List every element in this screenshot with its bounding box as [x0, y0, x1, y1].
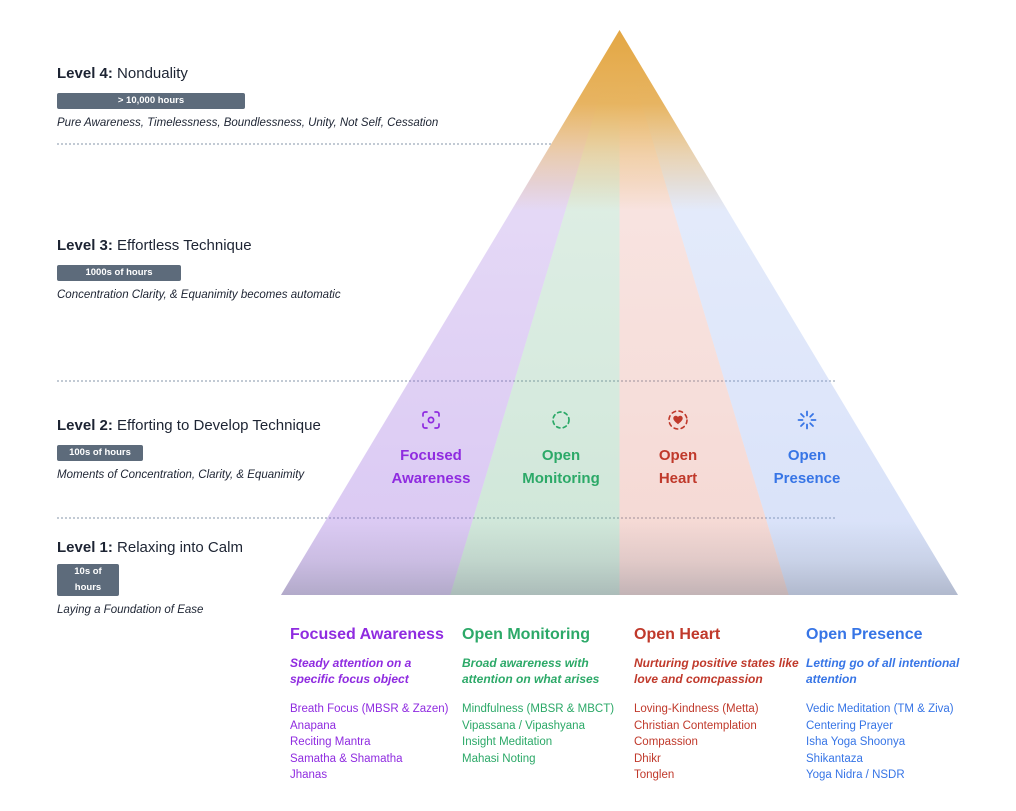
- level-2-hours-badge: 100s of hours: [57, 445, 143, 461]
- pyramid-label-open-monitoring: Open Monitoring: [496, 408, 626, 490]
- level-1-title: Level 1: Relaxing into Calm: [57, 538, 417, 558]
- level-3-description: Concentration Clarity, & Equanimity beco…: [57, 289, 341, 301]
- list-item: Samatha & Shamatha: [290, 752, 403, 765]
- column-title: Focused Awareness: [290, 626, 444, 643]
- level-1-name: Relaxing into Calm: [117, 539, 243, 556]
- level-4-description: Pure Awareness, Timelessness, Boundlessn…: [57, 117, 439, 129]
- list-item: Insight Meditation: [462, 736, 553, 748]
- pyramid-label-focused-awareness: Focused Awareness: [366, 408, 496, 490]
- level-2-description: Moments of Concentration, Clarity, & Equ…: [57, 469, 305, 481]
- column-open-presence: Open Presence Letting go of all intentio…: [806, 626, 972, 784]
- column-title: Open Monitoring: [462, 626, 590, 643]
- column-subtitle: Steady attention on a specific focus obj…: [290, 656, 412, 686]
- level-3-title: Level 3: Effortless Technique: [57, 236, 417, 256]
- level-3-name: Effortless Technique: [117, 237, 252, 254]
- level-2-block: Level 2: Efforting to Develop Technique …: [57, 416, 417, 481]
- pyramid-label-open-presence: Open Presence: [742, 408, 872, 490]
- level-4-block: Level 4: Nonduality > 10,000 hours Pure …: [57, 64, 439, 129]
- list-item: Christian Contemplation: [634, 719, 757, 732]
- level-4-hours-badge: > 10,000 hours: [57, 93, 245, 109]
- pyramid: [281, 30, 958, 595]
- sparkle-icon: [742, 408, 872, 434]
- level-2-label: Level 2:: [57, 417, 113, 434]
- heart-icon: [613, 408, 743, 434]
- pyramid-label-open-heart: Open Heart: [613, 408, 743, 490]
- level-1-description: Laying a Foundation of Ease: [57, 604, 204, 616]
- category-label: Open Presence: [773, 447, 841, 487]
- list-item: Centering Prayer: [806, 719, 893, 732]
- level-1-label: Level 1:: [57, 539, 113, 556]
- column-subtitle: Broad awareness with attention on what a…: [462, 656, 600, 686]
- list-item: Shikantaza: [806, 752, 863, 765]
- level-3-block: Level 3: Effortless Technique 1000s of h…: [57, 236, 417, 301]
- list-item: Anapana: [290, 719, 337, 732]
- list-item: Tonglen: [634, 769, 675, 781]
- column-subtitle: Nurturing positive states like love and …: [634, 656, 799, 686]
- level-4-name: Nonduality: [117, 65, 188, 82]
- column-title: Open Presence: [806, 626, 923, 643]
- list-item: Breath Focus (MBSR & Zazen): [290, 703, 449, 715]
- practice-list: Mindfulness (MBSR & MBCT) Vipassana / Vi…: [462, 701, 628, 767]
- list-item: Compassion: [634, 736, 698, 748]
- level-1-hours-badge: 10s of hours: [57, 564, 119, 596]
- column-open-heart: Open Heart Nurturing positive states lik…: [634, 626, 800, 784]
- list-item: Vedic Meditation (TM & Ziva): [806, 703, 954, 715]
- level4-divider: [57, 143, 551, 145]
- level-2-title: Level 2: Efforting to Develop Technique: [57, 416, 417, 436]
- list-item: Vipassana / Vipashyana: [462, 719, 585, 732]
- column-open-monitoring: Open Monitoring Broad awareness with att…: [462, 626, 628, 767]
- list-item: Mindfulness (MBSR & MBCT): [462, 703, 615, 715]
- level-2-name: Efforting to Develop Technique: [117, 417, 321, 434]
- list-item: Yoga Nidra / NSDR: [806, 769, 905, 781]
- level-3-hours-badge: 1000s of hours: [57, 265, 181, 281]
- category-label: Open Heart: [658, 447, 698, 487]
- category-label: Focused Awareness: [391, 447, 471, 487]
- practice-list: Vedic Meditation (TM & Ziva) Centering P…: [806, 701, 972, 784]
- dashed-circle-icon: [496, 408, 626, 434]
- list-item: Jhanas: [290, 769, 328, 781]
- practice-list: Loving-Kindness (Metta) Christian Contem…: [634, 701, 800, 784]
- practice-list: Breath Focus (MBSR & Zazen) Anapana Reci…: [290, 701, 456, 784]
- column-focused-awareness: Focused Awareness Steady attention on a …: [290, 626, 456, 784]
- column-subtitle: Letting go of all intentional attention: [806, 656, 960, 686]
- list-item: Reciting Mantra: [290, 736, 371, 748]
- column-title: Open Heart: [634, 626, 721, 643]
- list-item: Dhikr: [634, 752, 661, 765]
- level-4-label: Level 4:: [57, 65, 113, 82]
- list-item: Loving-Kindness (Metta): [634, 703, 759, 715]
- list-item: Mahasi Noting: [462, 752, 536, 765]
- level-4-title: Level 4: Nonduality: [57, 64, 417, 84]
- category-label: Open Monitoring: [522, 447, 600, 487]
- level-3-label: Level 3:: [57, 237, 113, 254]
- list-item: Isha Yoga Shoonya: [806, 736, 906, 748]
- level-1-block: Level 1: Relaxing into Calm 10s of hours…: [57, 538, 417, 616]
- focus-target-icon: [366, 408, 496, 434]
